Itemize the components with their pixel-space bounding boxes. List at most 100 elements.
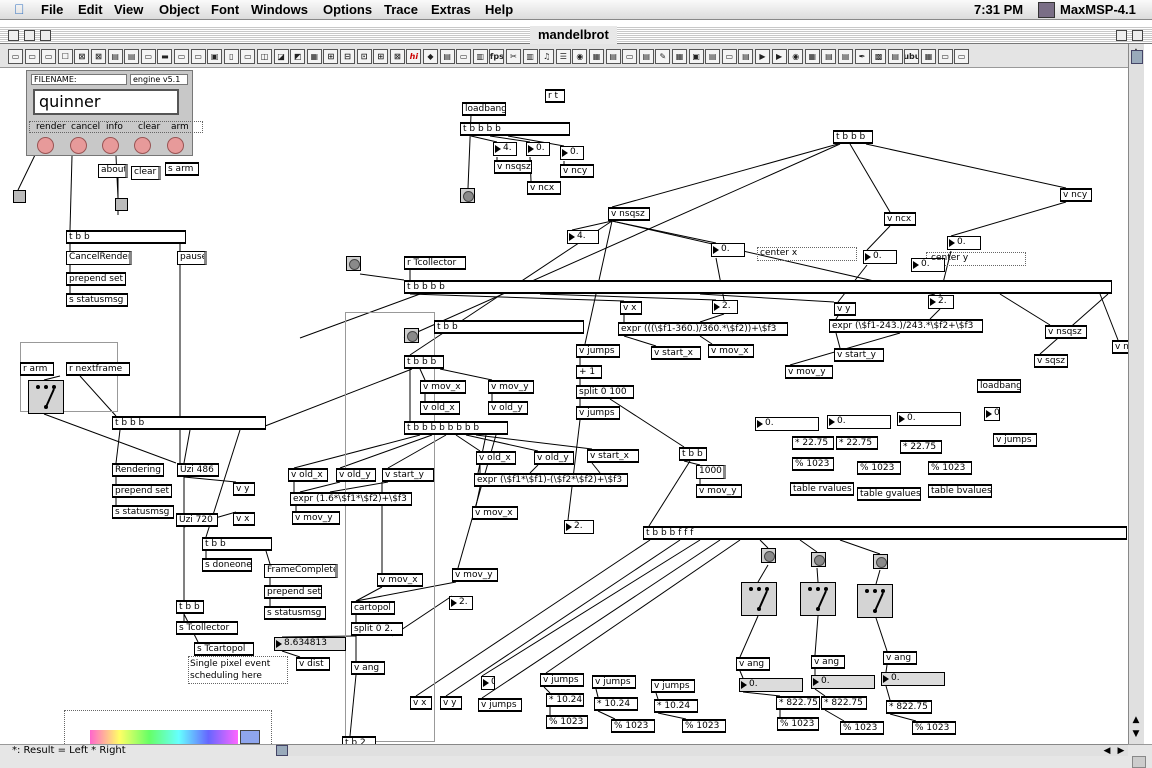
object-box[interactable]: % 1023 <box>792 457 834 471</box>
object-box[interactable]: v sqsz <box>1034 354 1068 368</box>
apple-menu-icon[interactable]:  <box>14 1 25 17</box>
palette-tool-icon[interactable]: ▭ <box>24 49 40 64</box>
palette-tool-icon[interactable]: ☰ <box>555 49 571 64</box>
bang-g[interactable] <box>811 552 826 567</box>
menu-view[interactable]: View <box>114 2 144 17</box>
bang-trigger[interactable] <box>404 328 419 343</box>
object-box[interactable]: table rvalues <box>790 482 854 496</box>
number-box[interactable]: 0. <box>827 415 891 429</box>
object-box[interactable]: prepend set <box>264 585 322 599</box>
palette-tool-icon[interactable]: ▤ <box>605 49 621 64</box>
object-box[interactable]: v old_y <box>488 401 528 415</box>
number-box[interactable]: 0. <box>811 675 875 689</box>
object-box[interactable]: t b b b <box>833 130 873 144</box>
message-box[interactable]: pause <box>177 251 207 265</box>
object-box[interactable]: * 822.75 <box>821 696 867 710</box>
object-box[interactable]: v old_x <box>420 401 460 415</box>
object-box[interactable]: loadbang <box>462 102 506 116</box>
object-box[interactable]: v nsqsz <box>494 160 532 174</box>
palette-tool-icon[interactable]: ▤ <box>838 49 853 64</box>
object-box[interactable]: v ang <box>883 651 917 665</box>
number-box[interactable]: 2. <box>449 596 473 610</box>
palette-tool-icon[interactable]: ⊟ <box>340 49 355 64</box>
object-box[interactable]: v jumps <box>478 698 522 712</box>
palette-tool-icon[interactable]: ▤ <box>107 49 123 64</box>
object-box[interactable]: s statusmsg <box>66 293 128 307</box>
bang-render[interactable] <box>13 190 26 203</box>
object-box[interactable]: s doneone <box>202 558 252 572</box>
menu-trace[interactable]: Trace <box>384 2 418 17</box>
object-box[interactable]: r nextframe <box>66 362 130 376</box>
clear-button[interactable] <box>134 137 151 154</box>
object-box[interactable]: t b b b <box>112 416 266 430</box>
palette-tool-icon[interactable]: ▬ <box>157 49 173 64</box>
palette-tool-icon[interactable]: ✂ <box>506 49 521 64</box>
menu-help[interactable]: Help <box>485 2 514 17</box>
palette-tool-icon[interactable]: ▤ <box>705 49 721 64</box>
palette-tool-icon[interactable]: ▣ <box>688 49 704 64</box>
palette-tool-icon[interactable]: ▤ <box>738 49 754 64</box>
palette-tool-icon[interactable]: ◪ <box>273 49 289 64</box>
object-box[interactable]: s statusmsg <box>264 606 326 620</box>
number-box[interactable]: 0. <box>947 236 981 250</box>
palette-tool-icon[interactable]: ▦ <box>921 49 936 64</box>
palette-tool-icon[interactable]: ⊠ <box>91 49 106 64</box>
palette-tool-icon[interactable]: ▩ <box>871 49 887 64</box>
number-box[interactable]: 0 <box>481 676 495 690</box>
horizontal-scrollbar[interactable]: ◀ ▶ <box>276 744 1128 756</box>
object-box[interactable]: v old_x <box>476 451 516 465</box>
palette-tool-icon[interactable]: ☐ <box>57 49 73 64</box>
object-box[interactable]: expr (1.6*\$f1*\$f2)+\$f3 <box>290 492 412 506</box>
object-box[interactable]: t b b b b b b b b <box>404 421 508 435</box>
object-box[interactable]: v jumps <box>576 406 620 420</box>
grow-box-icon[interactable] <box>40 30 51 41</box>
object-box[interactable]: v n <box>1112 340 1128 354</box>
number-box[interactable]: 0. <box>560 146 584 160</box>
number-box[interactable]: 8.634813 <box>274 637 346 651</box>
object-box[interactable]: v y <box>834 302 856 316</box>
object-box[interactable]: v old_y <box>336 468 376 482</box>
palette-tool-icon[interactable]: ◉ <box>788 49 804 64</box>
object-box[interactable]: % 1023 <box>840 721 884 735</box>
number-box[interactable]: 4. <box>493 142 517 156</box>
scroll-up-arrow-icon[interactable]: ▲ <box>1132 715 1140 725</box>
object-box[interactable]: Uzi 486 <box>177 463 219 477</box>
object-box[interactable]: loadbang <box>977 379 1021 393</box>
palette-tool-icon[interactable]: ♫ <box>539 49 555 64</box>
render-button[interactable] <box>37 137 54 154</box>
palette-tool-icon[interactable]: ▶ <box>755 49 770 64</box>
object-box[interactable]: v dist <box>296 657 330 671</box>
palette-tool-icon[interactable]: ▣ <box>207 49 223 64</box>
palette-tool-icon[interactable]: ▭ <box>190 49 206 64</box>
object-box[interactable]: * 22.75 <box>792 436 834 450</box>
object-box[interactable]: v y <box>440 696 462 710</box>
info-button[interactable] <box>102 137 119 154</box>
palette-tool-icon[interactable]: ◉ <box>572 49 588 64</box>
object-box[interactable]: v nsqsz <box>1045 325 1087 339</box>
palette-tool-icon[interactable]: ⊞ <box>323 49 339 64</box>
object-box[interactable]: s Tcartopol <box>194 642 254 656</box>
object-box[interactable]: v start_x <box>587 449 639 463</box>
object-box[interactable]: r t <box>545 89 565 103</box>
object-box[interactable]: table bvalues <box>928 484 992 498</box>
object-box[interactable]: v ncy <box>560 164 594 178</box>
object-box[interactable]: % 1023 <box>928 461 972 475</box>
menu-file[interactable]: File <box>41 2 64 17</box>
menu-object[interactable]: Object <box>159 2 200 17</box>
object-box[interactable]: t b b <box>434 320 584 334</box>
object-box[interactable]: s arm <box>165 162 199 176</box>
object-box[interactable]: v jumps <box>592 675 636 689</box>
object-box[interactable]: * 10.24 <box>546 693 584 707</box>
object-box[interactable]: * 22.75 <box>836 436 878 450</box>
object-box[interactable]: v jumps <box>651 679 695 693</box>
object-box[interactable]: v old_x <box>288 468 328 482</box>
object-box[interactable]: s Tcollector <box>176 621 238 635</box>
menu-extras[interactable]: Extras <box>431 2 471 17</box>
object-box[interactable]: v ang <box>736 657 770 671</box>
object-box[interactable]: t b b b b <box>404 280 1112 294</box>
scroll-right-arrow-icon[interactable]: ▶ <box>1117 746 1125 756</box>
bang-r[interactable] <box>761 548 776 563</box>
object-box[interactable]: prepend set <box>112 484 172 498</box>
object-box[interactable]: split 0 2. <box>351 622 403 636</box>
object-box[interactable]: % 1023 <box>857 461 901 475</box>
